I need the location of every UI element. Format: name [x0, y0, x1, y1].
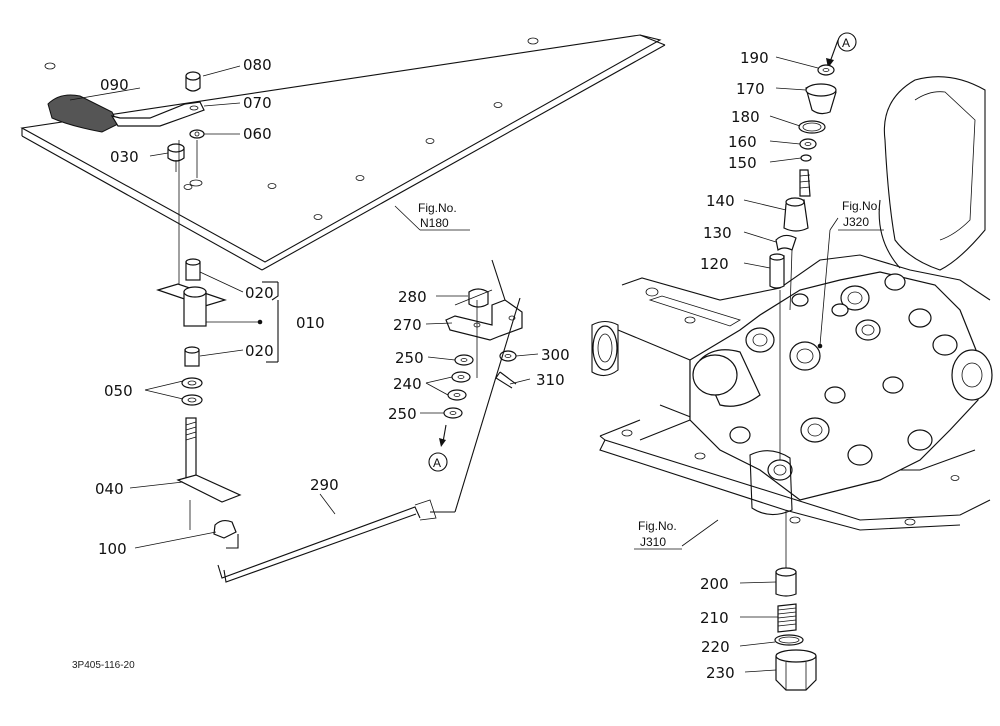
fig-ref-n180-line1: Fig.No. — [418, 201, 457, 215]
fig-ref-j310-line2: J310 — [640, 535, 666, 549]
view-marker-bottom: A — [428, 452, 448, 472]
label-160: 160 — [728, 133, 757, 151]
drawing-code: 3P405-116-20 — [72, 660, 135, 671]
label-210: 210 — [700, 609, 729, 627]
fig-ref-j320-line1: Fig.No. — [842, 199, 881, 213]
hydraulic-housing — [591, 76, 993, 531]
label-010: 010 — [296, 314, 325, 332]
label-310: 310 — [536, 371, 565, 389]
label-230: 230 — [706, 664, 735, 682]
figure-reference-j310: Fig.No. J310 — [634, 519, 682, 550]
shaft-assembly — [156, 140, 279, 549]
hand-lever-group — [47, 71, 205, 178]
label-100: 100 — [98, 540, 127, 558]
label-240: 240 — [393, 375, 422, 393]
fig-ref-n180-line2: N180 — [420, 216, 449, 230]
figure-reference-j320: Fig.No. J320 — [838, 199, 884, 231]
label-150: 150 — [728, 154, 757, 172]
figure-reference-n180: Fig.No. N180 — [418, 201, 457, 230]
label-130: 130 — [703, 224, 732, 242]
label-270: 270 — [393, 316, 422, 334]
label-050: 050 — [104, 382, 133, 400]
label-180: 180 — [731, 108, 760, 126]
label-060: 060 — [243, 125, 272, 143]
top-plate — [20, 34, 666, 271]
label-200: 200 — [700, 575, 729, 593]
label-020-lower: 020 — [245, 342, 274, 360]
fig-ref-j320-line2: J320 — [843, 215, 869, 229]
label-190: 190 — [740, 49, 769, 67]
label-030: 030 — [110, 148, 139, 166]
label-070: 070 — [243, 94, 272, 112]
view-marker-top-letter: A — [842, 36, 850, 50]
view-marker-bottom-letter: A — [433, 456, 441, 470]
label-080: 080 — [243, 56, 272, 74]
label-090: 090 — [100, 76, 129, 94]
label-040: 040 — [95, 480, 124, 498]
label-140: 140 — [706, 192, 735, 210]
label-170: 170 — [736, 80, 765, 98]
label-250-lower: 250 — [388, 405, 417, 423]
leader-lines — [69, 56, 839, 673]
label-020-upper: 020 — [245, 284, 274, 302]
label-280: 280 — [398, 288, 427, 306]
valve-stack-top — [769, 39, 839, 460]
bracket-assembly — [430, 259, 523, 513]
label-290: 290 — [310, 476, 339, 494]
label-300: 300 — [541, 346, 570, 364]
part-labels: 090 080 070 060 030 020 010 020 050 040 … — [95, 49, 769, 682]
label-120: 120 — [700, 255, 729, 273]
view-marker-top: A — [837, 32, 857, 52]
label-220: 220 — [701, 638, 730, 656]
rod-290 — [217, 499, 437, 583]
valve-stack-bottom — [774, 510, 817, 691]
fig-ref-j310-line1: Fig.No. — [638, 519, 677, 533]
label-250-upper: 250 — [395, 349, 424, 367]
